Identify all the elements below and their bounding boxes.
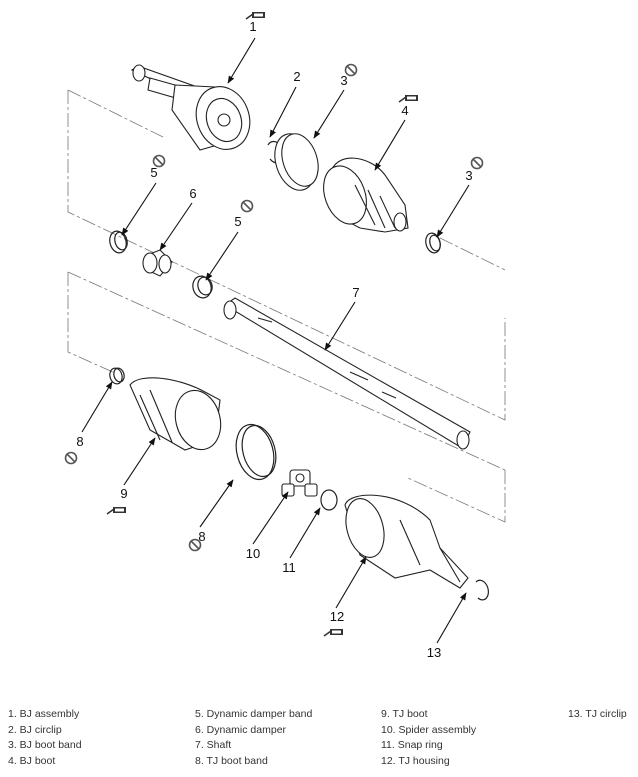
- legend-item-bj-boot-band: 3. BJ boot band: [8, 739, 82, 751]
- callout-5-mid: 5: [234, 214, 241, 229]
- dashed-outline-upper: [67, 89, 506, 421]
- legend-item-tj-boot-band: 8. TJ boot band: [195, 754, 268, 767]
- callout-9: 9: [120, 486, 127, 501]
- dashed-outline-lower: [67, 271, 506, 523]
- callout-3-right: 3: [465, 168, 472, 183]
- callout-8-right: 8: [198, 529, 205, 544]
- tj-boot: [129, 377, 222, 451]
- bj-boot-band-right: [425, 232, 441, 254]
- dynamic-damper: [142, 249, 173, 277]
- callout-5: 5: [150, 165, 157, 180]
- bj-assembly: [130, 64, 251, 151]
- dynamic-damper-band-mid: [192, 275, 213, 299]
- no-reuse-icon: [470, 156, 484, 170]
- callout-11: 11: [282, 560, 296, 575]
- callout-6: 6: [189, 186, 196, 201]
- no-reuse-icon: [240, 199, 254, 213]
- legend-column-2: 5. Dynamic damper band 6. Dynamic damper…: [195, 707, 312, 769]
- legend-column-4: 13. TJ circlip: [568, 707, 627, 723]
- tj-circlip: [475, 579, 489, 601]
- tj-housing: [344, 494, 469, 589]
- tj-boot-band-left: [109, 367, 125, 385]
- callout-2: 2: [293, 69, 300, 84]
- no-reuse-icons: [64, 63, 484, 552]
- dynamic-damper-band-left: [109, 230, 128, 254]
- callout-3: 3: [340, 73, 347, 88]
- grease-icon: [398, 94, 419, 103]
- legend-item-tj-boot: 9. TJ boot: [381, 708, 428, 720]
- legend-item-dynamic-damper: 6. Dynamic damper: [195, 723, 287, 736]
- parts-legend: 1. BJ assembly 2. BJ circlip 3. BJ boot …: [0, 707, 638, 777]
- grease-icon: [245, 11, 266, 20]
- exploded-diagram: 1 2 3 4 5 6 5 3 7 8 9 8 10 11 12 13: [64, 11, 506, 660]
- legend-item-dynamic-damper-band: 5. Dynamic damper band: [195, 708, 313, 720]
- shaft: [223, 297, 471, 450]
- bj-boot: [323, 157, 409, 233]
- spider-assembly: [281, 469, 318, 497]
- callout-12: 12: [330, 609, 344, 624]
- legend-item-bj-assembly: 1. BJ assembly: [8, 708, 80, 720]
- legend-item-tj-housing: 12. TJ housing: [381, 754, 450, 767]
- legend-item-spider-assembly: 10. Spider assembly: [381, 723, 477, 736]
- callout-13: 13: [427, 645, 441, 660]
- legend-column-1: 1. BJ assembly 2. BJ circlip 3. BJ boot …: [8, 707, 82, 769]
- bj-boot-band-upper: [274, 133, 319, 191]
- no-reuse-icon: [64, 451, 78, 465]
- callout-7: 7: [352, 285, 359, 300]
- leader-arrows: [81, 37, 470, 644]
- callout-1: 1: [249, 19, 256, 34]
- snap-ring: [320, 489, 338, 511]
- callout-10: 10: [246, 546, 260, 561]
- tj-boot-band-right: [235, 423, 277, 481]
- legend-item-shaft: 7. Shaft: [195, 739, 232, 751]
- legend-item-bj-circlip: 2. BJ circlip: [8, 723, 62, 736]
- legend-item-tj-circlip: 13. TJ circlip: [568, 708, 627, 720]
- callout-8: 8: [76, 434, 83, 449]
- legend-item-bj-boot: 4. BJ boot: [8, 754, 56, 767]
- grease-icon: [323, 628, 344, 637]
- legend-column-3: 9. TJ boot 10. Spider assembly 11. Snap …: [381, 707, 476, 769]
- callout-labels: 1 2 3 4 5 6 5 3 7 8 9 8 10 11 12 13: [76, 19, 472, 660]
- callout-4: 4: [401, 103, 408, 118]
- grease-icon: [106, 506, 127, 515]
- legend-item-snap-ring: 11. Snap ring: [381, 739, 443, 751]
